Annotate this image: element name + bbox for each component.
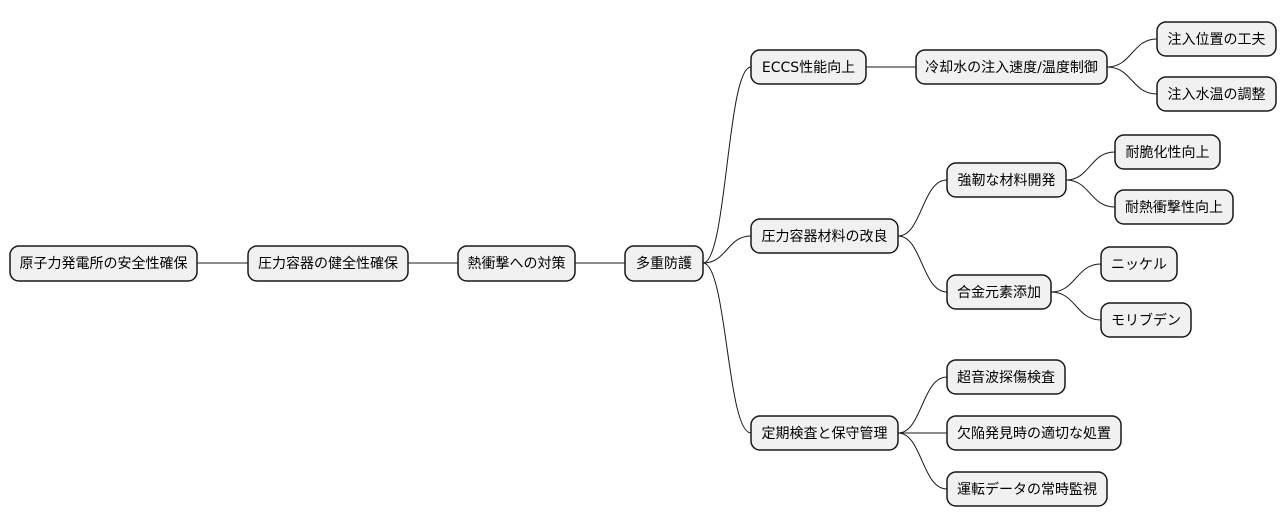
node-cooling-control: 冷却水の注入速度/温度制御 <box>915 49 1108 85</box>
node-label: 耐熱衝撃性向上 <box>1125 200 1223 216</box>
node-label: 冷却水の注入速度/温度制御 <box>925 60 1098 76</box>
node-material: 圧力容器材料の改良 <box>750 218 899 254</box>
edge-inspection-ultrasonic <box>897 376 948 434</box>
node-label: 運転データの常時監視 <box>957 481 1097 498</box>
edge-level3-inspection <box>702 262 752 434</box>
edge-tough-thermalshock <box>1065 179 1116 208</box>
node-level2: 熱衝撃への対策 <box>457 245 576 282</box>
edge-inspection-monitoring <box>897 432 948 490</box>
node-label: ECCS性能向上 <box>762 60 855 76</box>
node-label: 強靭な材料開発 <box>958 173 1056 189</box>
node-label: 超音波探傷検査 <box>957 369 1055 386</box>
node-embrittlement: 耐脆化性向上 <box>1114 134 1221 170</box>
edge-alloy-nickel <box>1050 263 1102 293</box>
node-label: 合金元素添加 <box>957 285 1041 301</box>
connector-lines <box>197 38 1158 490</box>
node-label: 注入水温の調整 <box>1168 87 1266 103</box>
edge-cooling-watertemp <box>1106 66 1158 95</box>
node-label: モリブデン <box>1111 312 1181 329</box>
node-label: ニッケル <box>1111 257 1167 273</box>
edge-tough-embrittlement <box>1065 151 1116 181</box>
node-label: 注入位置の工夫 <box>1168 32 1266 48</box>
node-alloy: 合金元素添加 <box>946 274 1052 310</box>
node-injection-position: 注入位置の工夫 <box>1156 21 1277 57</box>
node-label: 定期検査と保守管理 <box>762 426 888 442</box>
node-molybdenum: モリブデン <box>1100 302 1192 338</box>
node-label: 耐脆化性向上 <box>1126 144 1210 161</box>
node-tough-material: 強靭な材料開発 <box>946 162 1067 198</box>
node-defect-action: 欠陥発見時の適切な処置 <box>946 415 1122 451</box>
edge-level3-eccs <box>702 66 752 264</box>
edge-material-tough <box>897 179 948 237</box>
node-ultrasonic: 超音波探傷検査 <box>946 359 1066 395</box>
node-thermal-shock: 耐熱衝撃性向上 <box>1114 189 1234 225</box>
node-eccs: ECCS性能向上 <box>750 49 867 85</box>
node-injection-watertemp: 注入水温の調整 <box>1156 76 1277 112</box>
node-label: 欠陥発見時の適切な処置 <box>957 425 1111 442</box>
node-monitoring: 運転データの常時監視 <box>946 471 1108 507</box>
node-label: 熱衝撃への対策 <box>468 255 566 272</box>
node-label: 圧力容器の健全性確保 <box>258 255 398 272</box>
node-root: 原子力発電所の安全性確保 <box>9 245 198 282</box>
node-nickel: ニッケル <box>1100 246 1178 282</box>
edge-cooling-position <box>1106 38 1158 68</box>
node-level3: 多重防護 <box>624 245 704 282</box>
node-label: 圧力容器材料の改良 <box>762 228 888 245</box>
node-level1: 圧力容器の健全性確保 <box>247 245 409 282</box>
node-label: 多重防護 <box>636 255 692 272</box>
edge-material-alloy <box>897 235 948 293</box>
node-inspection: 定期検査と保守管理 <box>750 415 899 451</box>
node-label: 原子力発電所の安全性確保 <box>20 255 188 272</box>
edge-level3-material <box>702 235 752 264</box>
edge-alloy-molybdenum <box>1050 291 1102 321</box>
